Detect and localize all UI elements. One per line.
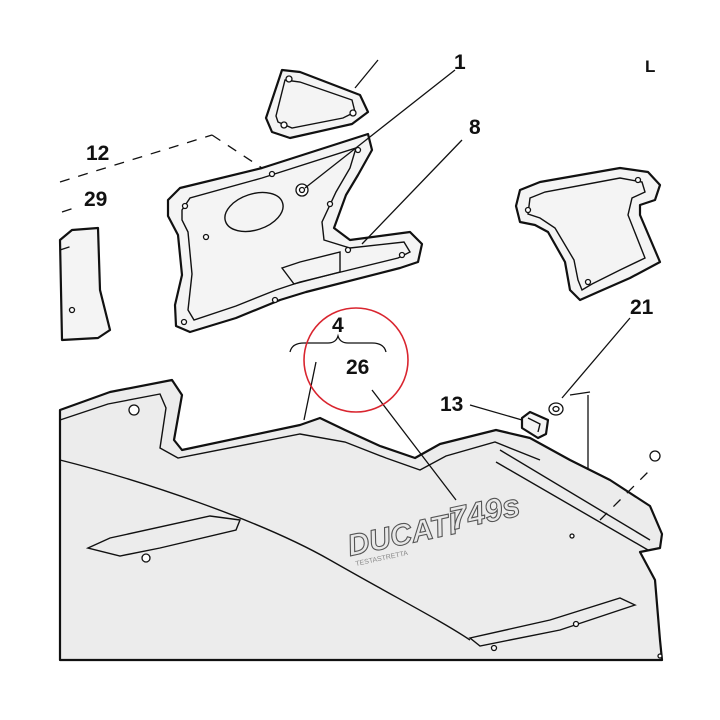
callout-1: 1 [454,51,466,74]
highlight-circle [303,307,409,413]
inner-panel-8 [166,132,424,334]
main-fairing-26: DUCATI 749s TESTASTRETTA [58,378,664,662]
callout-29: 29 [84,188,107,211]
callout-21: 21 [630,296,654,319]
callout-13: 13 [440,393,463,416]
clip-13 [520,410,550,440]
washer-21 [548,402,564,416]
callout-26: 26 [346,356,369,379]
left-side-panel [58,226,112,342]
callout-4: 4 [332,314,344,337]
right-bracket-plate [514,166,662,302]
callout-l: L [645,57,655,76]
callout-12: 12 [86,142,109,165]
small-triangular-plate [264,59,379,140]
callout-8: 8 [469,116,481,139]
brace-4 [289,333,387,353]
